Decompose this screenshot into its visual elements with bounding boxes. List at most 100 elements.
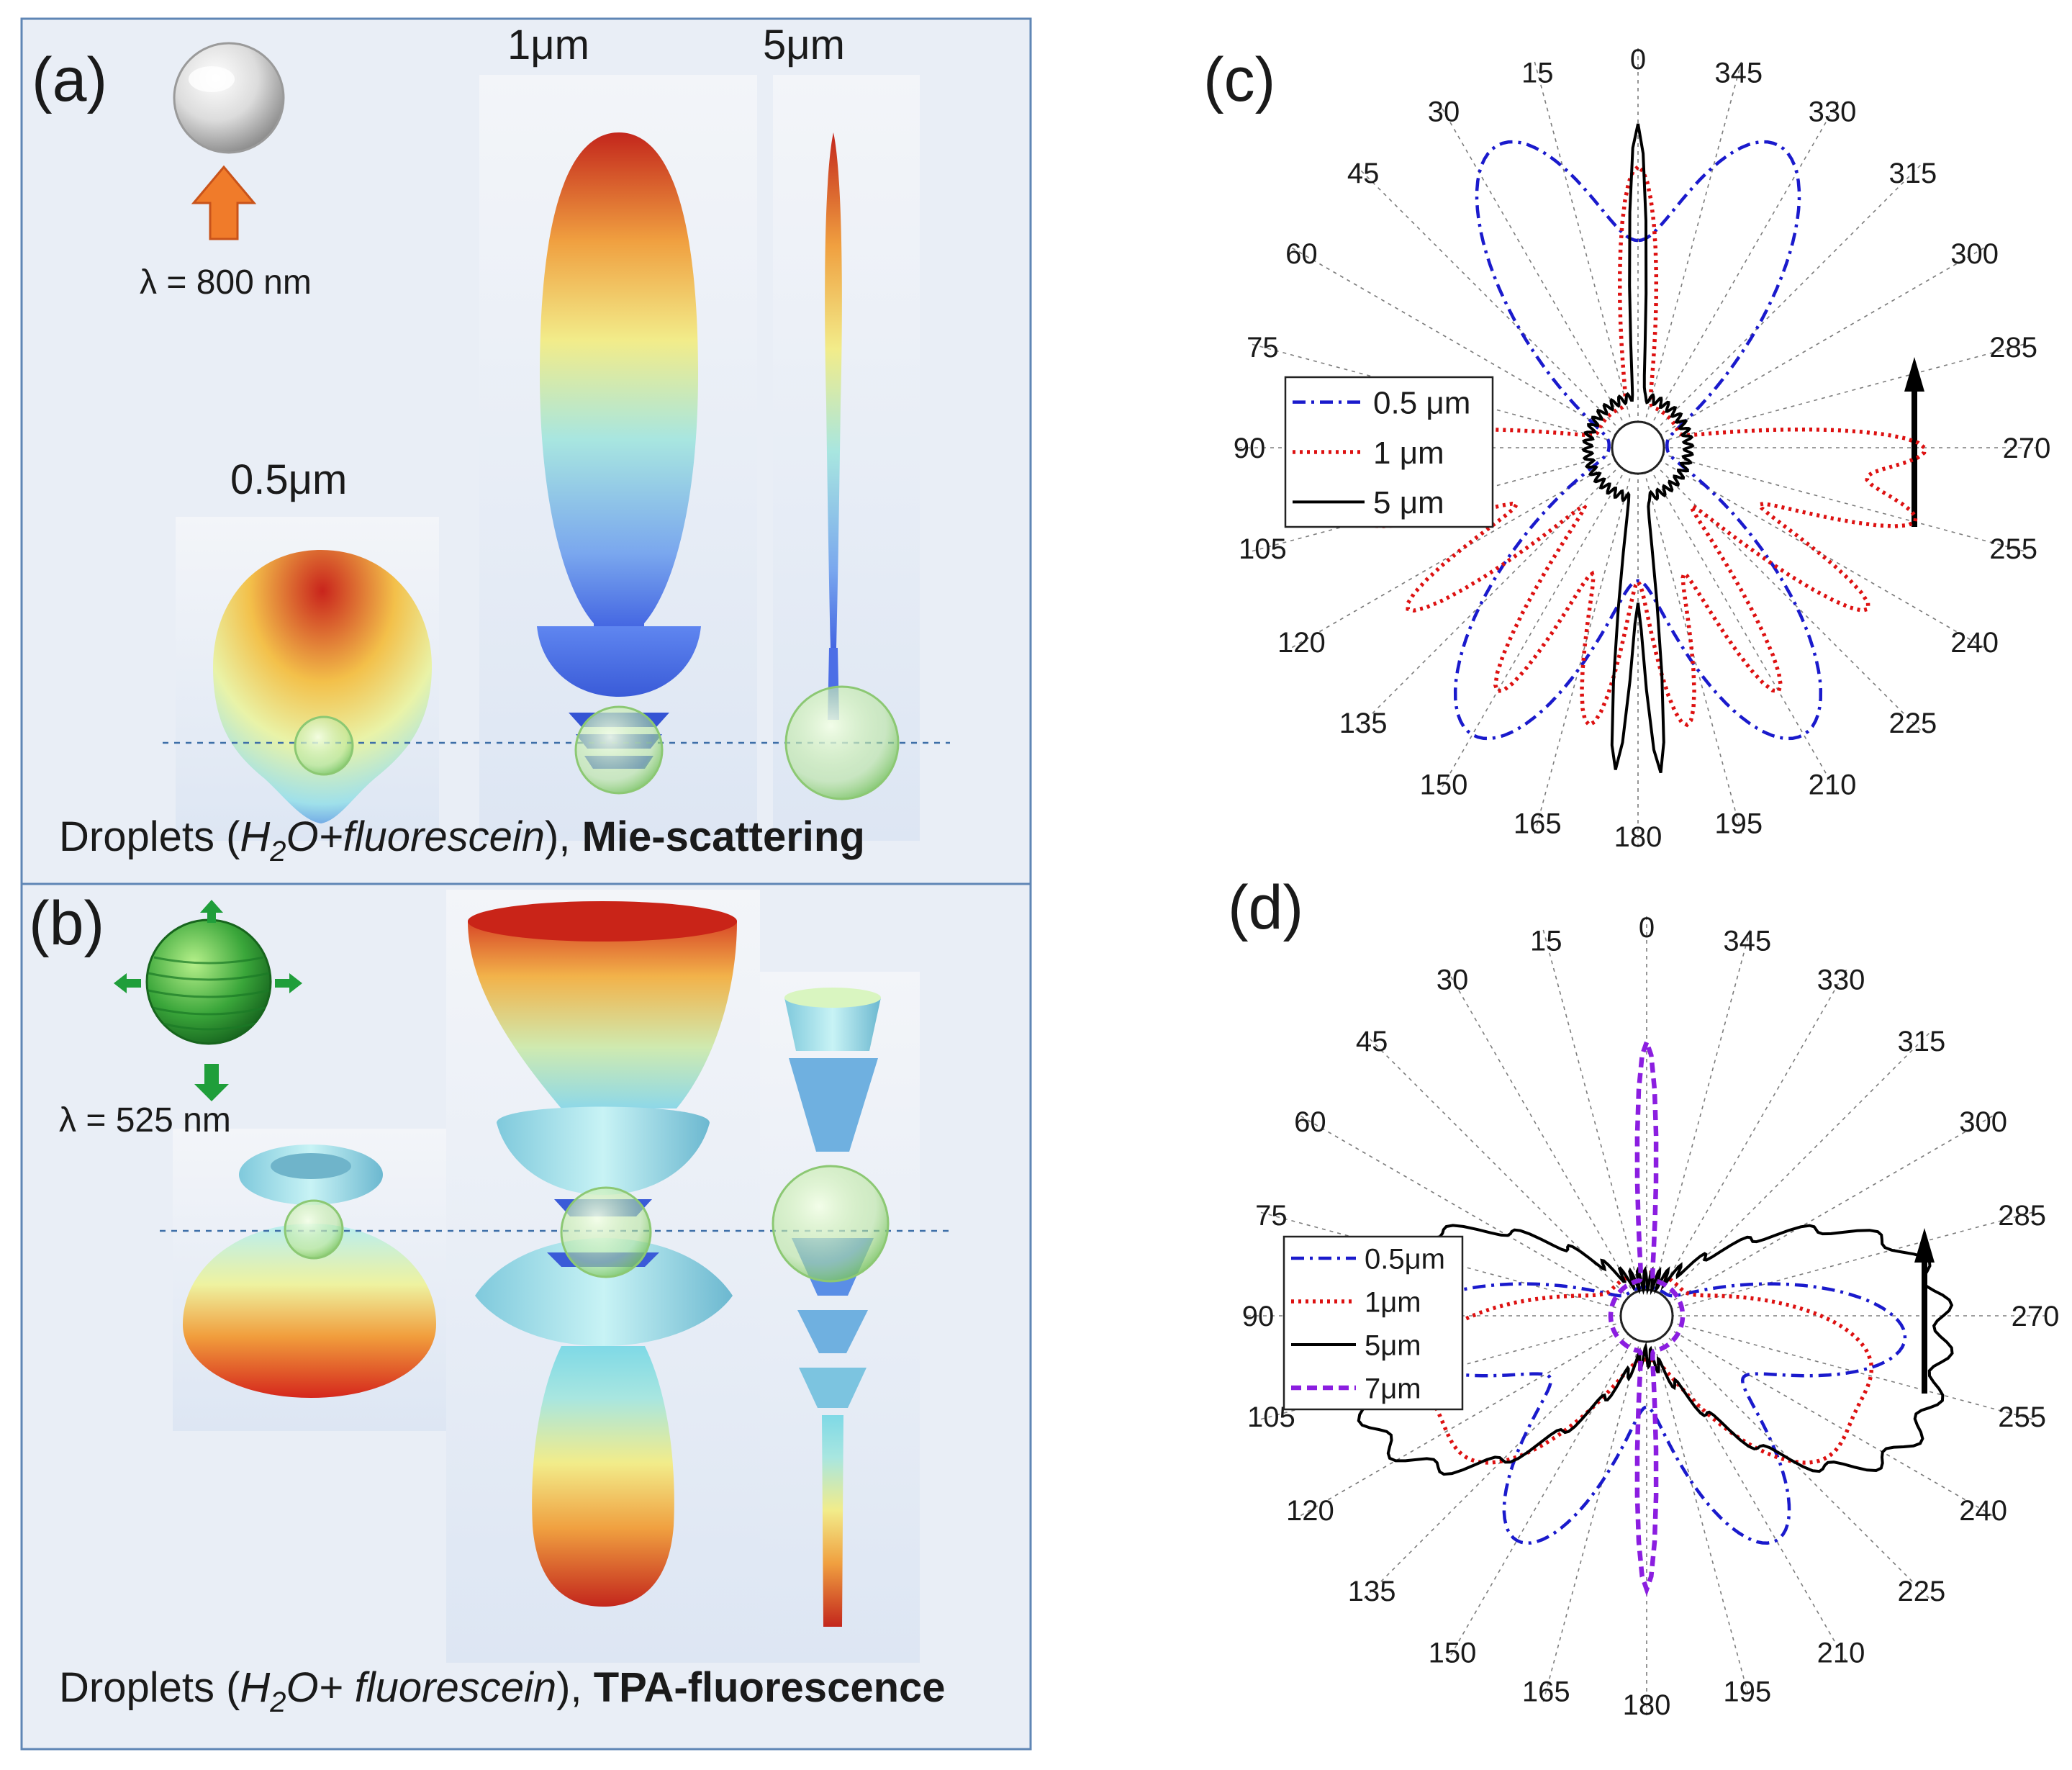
polar-angle-label: 60 — [1294, 1106, 1326, 1138]
polar-angle-label: 180 — [1623, 1689, 1671, 1721]
polar-series — [1338, 1224, 1954, 1476]
polar-angle-label: 195 — [1714, 808, 1763, 840]
polar-spoke — [1288, 245, 1639, 448]
legend-entry: 1μm — [1365, 1286, 1421, 1318]
lobe-b-1-upper-skirt — [497, 1106, 710, 1195]
lobe-b-5-top-rim — [784, 988, 881, 1008]
legend-entry: 5μm — [1365, 1329, 1421, 1361]
beam-arrow-head-icon — [1914, 1228, 1935, 1263]
droplet-a-05 — [294, 715, 354, 776]
polar-series — [1581, 123, 1695, 774]
polar-angle-label: 300 — [1959, 1106, 2007, 1138]
lobe-a-1-skirt — [537, 626, 701, 697]
polar-spoke — [1646, 1315, 2037, 1421]
lobe-b-1-bulb — [532, 1346, 674, 1607]
polar-spoke — [1637, 58, 1743, 448]
wavelength-b: λ = 525 nm — [59, 1101, 231, 1139]
polar-series — [1608, 1035, 1686, 1597]
lobe-b-5-cone1 — [789, 1058, 878, 1152]
legend-entry: 7μm — [1365, 1373, 1421, 1404]
polar-angle-label: 75 — [1247, 332, 1279, 364]
polar-spoke — [1444, 966, 1647, 1317]
polar-angle-label: 225 — [1888, 708, 1937, 739]
polar-angle-label: 330 — [1809, 96, 1857, 127]
polar-spoke — [1637, 98, 1840, 448]
polar-angle-label: 180 — [1614, 821, 1662, 853]
polar-angle-label: 105 — [1239, 533, 1287, 565]
legend-entry: 0.5μm — [1365, 1243, 1445, 1275]
polar-angle-label: 45 — [1347, 158, 1380, 189]
caption-a: Droplets (H2O+fluorescein), Mie-scatteri… — [59, 813, 865, 867]
polar-angle-label: 60 — [1285, 238, 1318, 270]
lobe-b-1-cup-rim — [468, 901, 737, 942]
legend-entry: 0.5 μm — [1373, 386, 1470, 421]
polar-spoke — [1297, 1315, 1647, 1518]
polar-angle-label: 0 — [1639, 912, 1655, 944]
caption-b: Droplets (H2O+ fluorescein), TPA-fluores… — [59, 1664, 946, 1718]
polar-spoke — [1361, 1030, 1647, 1317]
polar-center-droplet — [1619, 1288, 1674, 1343]
size-label-05: 0.5μm — [230, 456, 347, 503]
polar-angle-label: 315 — [1897, 1026, 1945, 1057]
droplet-a-5 — [784, 685, 900, 800]
emit-arrow-right-icon — [275, 973, 302, 993]
polar-angle-label: 120 — [1277, 627, 1326, 659]
lobe-b-5-stem — [822, 1415, 843, 1627]
polar-angle-label: 150 — [1420, 769, 1468, 801]
emit-arrow-left-icon — [114, 973, 141, 993]
polar-angle-label: 240 — [1959, 1495, 2007, 1527]
legend-box — [1282, 1235, 1464, 1411]
polar-spoke — [1533, 447, 1639, 838]
polar-angle-label: 90 — [1234, 433, 1266, 464]
size-label-1: 1μm — [507, 22, 589, 68]
incident-arrow-icon — [191, 165, 257, 240]
polar-spoke — [1637, 343, 2028, 448]
polar-spoke — [1352, 162, 1639, 448]
lobe-a-5 — [825, 132, 842, 648]
lobe-a-05 — [213, 550, 432, 823]
polar-spoke — [1297, 1114, 1647, 1317]
glass-sphere-highlight — [189, 66, 235, 92]
polar-angle-label: 120 — [1286, 1495, 1334, 1527]
lobe-b-05-torus-hole — [271, 1153, 351, 1179]
polar-angle-label: 270 — [2012, 1301, 2060, 1332]
size-label-5: 5μm — [763, 22, 845, 68]
polar-spoke — [1646, 1114, 1996, 1317]
polar-angle-label: 255 — [1998, 1401, 2046, 1433]
polar-spoke — [1444, 1315, 1647, 1666]
polar-spoke — [1361, 1315, 1647, 1602]
polar-spoke — [1533, 58, 1639, 448]
panel-c-label: (c) — [1203, 45, 1275, 114]
droplet-b-05 — [284, 1199, 344, 1260]
droplet-b-5 — [772, 1165, 890, 1283]
polar-angle-label: 285 — [1998, 1200, 2046, 1232]
polar-spoke — [1637, 245, 1988, 448]
polar-spoke — [1646, 926, 1752, 1317]
polar-angle-label: 330 — [1817, 964, 1865, 995]
polar-angle-label: 135 — [1339, 708, 1388, 739]
polar-spoke — [1637, 447, 2028, 553]
polar-spoke — [1646, 1030, 1932, 1317]
polar-spoke — [1436, 447, 1639, 798]
polar-spoke — [1646, 1315, 1752, 1706]
polar-angle-label: 165 — [1522, 1676, 1570, 1708]
polar-series — [1349, 164, 1927, 728]
polar-angle-label: 90 — [1242, 1301, 1275, 1332]
polar-angle-label: 30 — [1437, 964, 1469, 995]
fluorescent-sphere-stripes — [148, 956, 270, 1031]
polar-angle-label: 210 — [1809, 769, 1857, 801]
lobe-b-1-cup — [468, 905, 737, 1108]
polar-spoke — [1637, 447, 1743, 838]
panel-a-label: (a) — [32, 45, 107, 114]
polar-angle-label: 345 — [1723, 925, 1771, 957]
polar-angle-label: 255 — [1989, 533, 2037, 565]
lobe-b-5-cone3 — [797, 1310, 868, 1353]
polar-angle-label: 150 — [1429, 1638, 1477, 1669]
polar-angle-label: 135 — [1348, 1576, 1396, 1607]
lobe-b-5-top — [784, 998, 881, 1051]
polar-angle-label: 15 — [1530, 925, 1562, 957]
emit-arrow-up-icon — [200, 900, 223, 923]
